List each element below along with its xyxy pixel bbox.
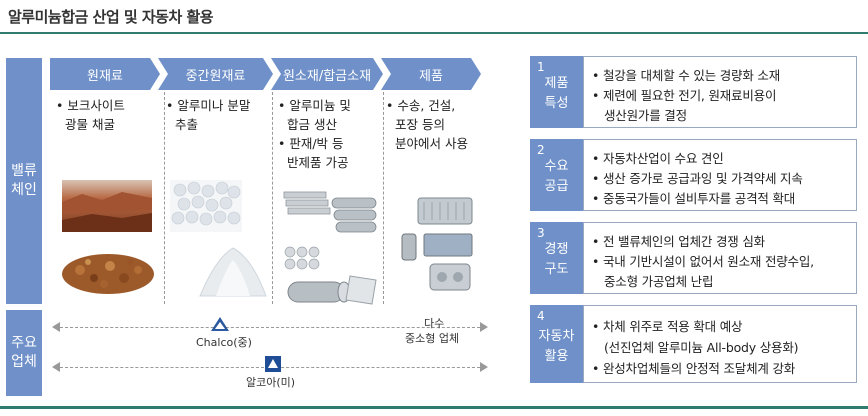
alumina-pellets-image: [170, 180, 242, 232]
company-sme: 중소형 업체: [405, 332, 460, 345]
value-chain-label: 밸류 체인: [6, 58, 42, 304]
bauxite-ore-image: [60, 248, 156, 296]
stage-text-material: • 알루미늄 및 합금 생산 • 판재/박 등 반제품 가공: [278, 98, 351, 170]
aluminum-end-products-image: [400, 194, 476, 298]
page-title: 알루미늄합금 산업 및 자동차 활용: [8, 8, 214, 26]
bauxite-mine-image: [62, 180, 152, 232]
stage-header-intermediate: 중간원재료: [158, 58, 273, 90]
stage-text-product: • 수송, 건설, 포장 등의 분야에서 사용: [386, 98, 468, 151]
feature-description-3: • 전 밸류체인의 업체간 경쟁 심화 • 국내 기반시설이 없어서 원소재 전…: [583, 222, 857, 294]
column-divider: [272, 92, 273, 304]
bottom-rule: [0, 406, 868, 409]
alcoa-logo-icon: [265, 356, 281, 372]
feature-category-4: 4 자동차 활용: [530, 305, 583, 383]
alumina-powder-image: [196, 238, 270, 298]
feature-description-4: • 차체 위주로 적용 확대 예상 (선진업체 알루미늄 All-body 상용…: [583, 305, 857, 383]
chalco-range-line: [60, 327, 480, 328]
arrow-right-icon: [480, 362, 488, 372]
company-sme-count: 다수: [424, 317, 445, 330]
arrow-left-icon: [52, 322, 60, 332]
aluminum-products-image: [280, 186, 380, 306]
feature-description-1: • 철강을 대체할 수 있는 경량화 소재 • 제련에 필요한 전기, 원재료비…: [583, 56, 857, 128]
title-rule: [0, 32, 868, 34]
stage-header-product: 제품: [381, 58, 481, 90]
company-chalco: Chalco(중): [196, 336, 252, 349]
feature-category-1: 1 제품 특성: [530, 56, 583, 128]
column-divider: [383, 92, 384, 304]
chalco-logo-icon: [211, 317, 229, 331]
company-alcoa: 알코아(미): [246, 376, 296, 389]
stage-text-intermediate: • 알루미나 분말 추출: [166, 98, 251, 132]
feature-category-3: 3 경쟁 구도: [530, 222, 583, 294]
stage-header-raw-material: 원재료: [50, 58, 160, 90]
arrow-left-icon: [52, 362, 60, 372]
feature-description-2: • 자동차산업이 수요 견인 • 생산 증가로 공급과잉 및 가격약세 지속 •…: [583, 139, 857, 211]
stage-text-raw-material: • 보크사이트 광물 채굴: [56, 98, 125, 132]
major-companies-label: 주요 업체: [6, 310, 42, 396]
feature-category-2: 2 수요 공급: [530, 139, 583, 211]
column-divider: [164, 92, 165, 304]
arrow-right-icon: [480, 322, 488, 332]
stage-header-material: 원소재/합금소재: [271, 58, 383, 90]
